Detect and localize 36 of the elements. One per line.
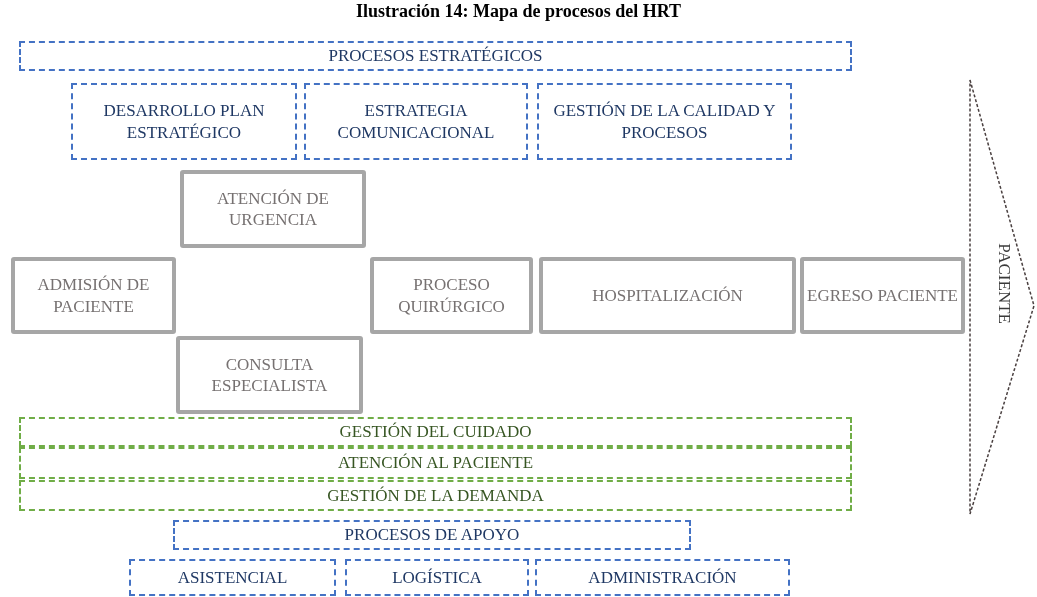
- node-label: GESTIÓN DEL CUIDADO: [339, 421, 532, 443]
- process-band: [19, 480, 852, 511]
- process-box: [176, 336, 363, 414]
- process-box: [537, 83, 792, 160]
- node-label: EGRESO PACIENTE: [807, 284, 958, 307]
- node-label: ASISTENCIAL: [177, 566, 288, 589]
- process-box: [370, 257, 533, 334]
- node-label: GESTIÓN DE LA CALIDAD Y PROCESOS: [552, 100, 777, 143]
- process-box: [180, 170, 366, 248]
- process-box: [539, 257, 796, 334]
- process-band: [19, 417, 852, 447]
- process-band: [173, 520, 691, 550]
- node-label: PROCESOS DE APOYO: [344, 524, 520, 546]
- node-label: ATENCIÓN DE URGENCIA: [216, 187, 330, 231]
- node-label: GESTIÓN DE LA DEMANDA: [327, 484, 544, 507]
- node-label: PROCESOS ESTRATÉGICOS: [328, 45, 543, 67]
- process-box: [304, 83, 528, 160]
- process-box: [800, 257, 965, 334]
- process-band: [19, 41, 852, 71]
- process-box: [535, 559, 790, 596]
- node-label: DESARROLLO PLAN ESTRATÉGICO: [102, 100, 266, 143]
- node-label: LOGÍSTICA: [392, 566, 482, 589]
- node-label: HOSPITALIZACIÓN: [592, 284, 743, 307]
- node-label: CONSULTA ESPECIALISTA: [210, 353, 329, 397]
- process-box: [11, 257, 176, 334]
- node-label: ESTRATEGIA COMUNICACIONAL: [336, 100, 496, 143]
- diagram-title: Ilustración 14: Mapa de procesos del HRT: [354, 0, 682, 22]
- node-label: ADMISIÓN DE PACIENTE: [36, 274, 151, 317]
- process-box: [129, 559, 336, 596]
- node-label: PACIENTE: [993, 243, 1015, 325]
- process-box: [345, 559, 529, 596]
- node-label: ATENCIÓN AL PACIENTE: [337, 452, 534, 474]
- node-label: PROCESO QUIRÚRGICO: [397, 274, 506, 317]
- process-band: [19, 447, 852, 479]
- process-box: [71, 83, 297, 160]
- node-label: ADMINISTRACIÓN: [588, 566, 737, 589]
